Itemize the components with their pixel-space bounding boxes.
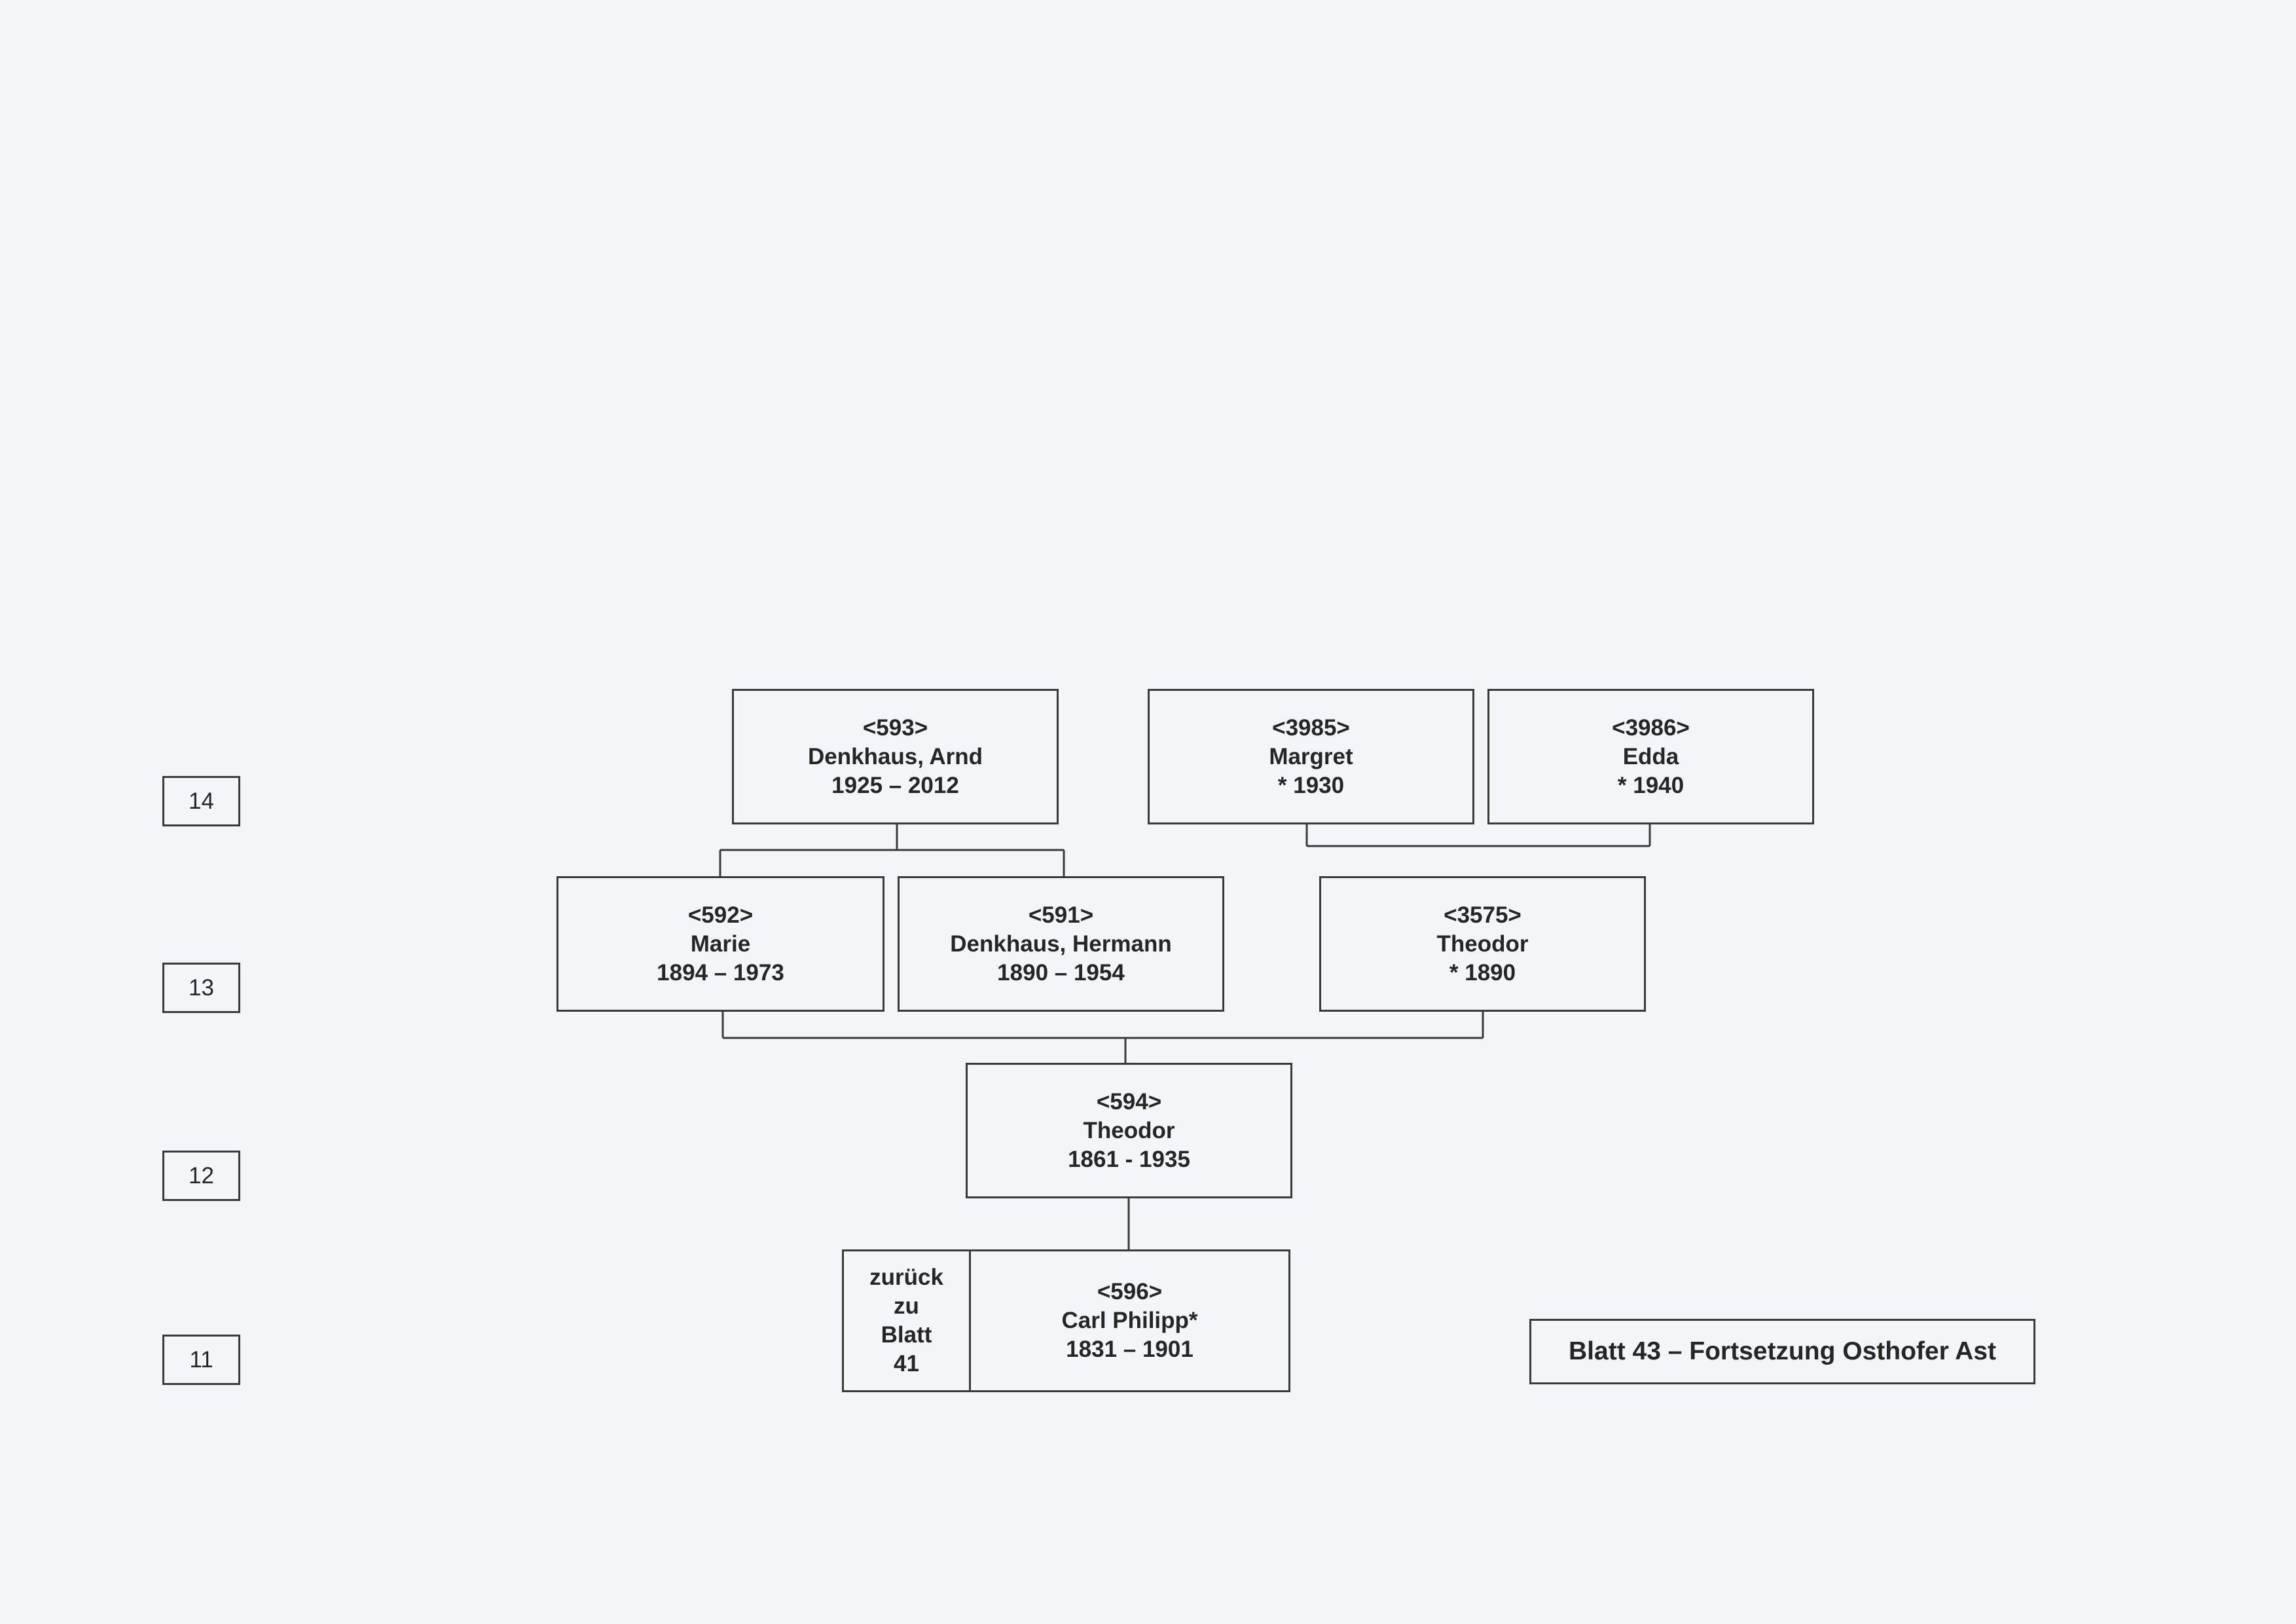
back-link-line: 41 xyxy=(894,1351,919,1376)
person-dates: * 1940 xyxy=(1617,772,1685,798)
person-dates: 1925 – 2012 xyxy=(831,772,959,798)
generation-label: 13 xyxy=(189,974,214,1001)
person-dates: 1831 – 1901 xyxy=(1066,1337,1194,1362)
person-name: Theodor xyxy=(1083,1117,1175,1143)
person-box-3575: <3575> Theodor * 1890 xyxy=(1319,876,1646,1012)
sheet-title-box: Blatt 43 – Fortsetzung Osthofer Ast xyxy=(1529,1319,2035,1384)
person-id: <592> xyxy=(687,902,754,928)
person-box-593: <593> Denkhaus, Arnd 1925 – 2012 xyxy=(732,689,1059,824)
generation-marker-12: 12 xyxy=(162,1151,240,1201)
generation-label: 12 xyxy=(189,1162,214,1189)
generation-marker-14: 14 xyxy=(162,776,240,826)
person-box-591: <591> Denkhaus, Hermann 1890 – 1954 xyxy=(898,876,1224,1012)
person-name: Margret xyxy=(1269,743,1353,769)
person-dates: 1890 – 1954 xyxy=(997,959,1125,986)
back-link-line: zu xyxy=(894,1293,919,1319)
person-id: <596> xyxy=(1097,1279,1163,1304)
generation-label: 14 xyxy=(189,788,214,814)
person-name: Carl Philipp* xyxy=(1061,1308,1198,1333)
person-id: <593> xyxy=(862,714,928,741)
person-dates: * 1930 xyxy=(1277,772,1345,798)
generation-marker-11: 11 xyxy=(162,1335,240,1385)
person-name: Denkhaus, Arnd xyxy=(807,743,983,769)
person-box-594: <594> Theodor 1861 - 1935 xyxy=(966,1063,1292,1198)
person-box-3986: <3986> Edda * 1940 xyxy=(1487,689,1814,824)
back-link-line: Blatt xyxy=(881,1322,932,1348)
person-name: Marie xyxy=(690,931,751,957)
back-to-sheet-41-link[interactable]: zurück zu Blatt 41 xyxy=(842,1249,971,1392)
person-id: <3985> xyxy=(1272,714,1350,741)
sheet-title: Blatt 43 – Fortsetzung Osthofer Ast xyxy=(1569,1337,1996,1365)
person-id: <591> xyxy=(1028,902,1094,928)
person-name: Theodor xyxy=(1436,931,1529,957)
person-id: <3575> xyxy=(1444,902,1522,928)
person-dates: * 1890 xyxy=(1449,959,1516,986)
generation-marker-13: 13 xyxy=(162,963,240,1013)
generation-label: 11 xyxy=(189,1346,213,1373)
person-dates: 1894 – 1973 xyxy=(657,959,784,986)
person-name: Edda xyxy=(1622,743,1679,769)
person-dates: 1861 - 1935 xyxy=(1068,1146,1190,1172)
person-name: Denkhaus, Hermann xyxy=(950,931,1172,957)
person-id: <594> xyxy=(1096,1088,1162,1115)
person-id: <3986> xyxy=(1612,714,1690,741)
person-box-596: <596> Carl Philipp* 1831 – 1901 xyxy=(969,1249,1290,1392)
back-link-line: zurück xyxy=(869,1264,943,1290)
person-box-3985: <3985> Margret * 1930 xyxy=(1148,689,1474,824)
person-box-592: <592> Marie 1894 – 1973 xyxy=(556,876,884,1012)
